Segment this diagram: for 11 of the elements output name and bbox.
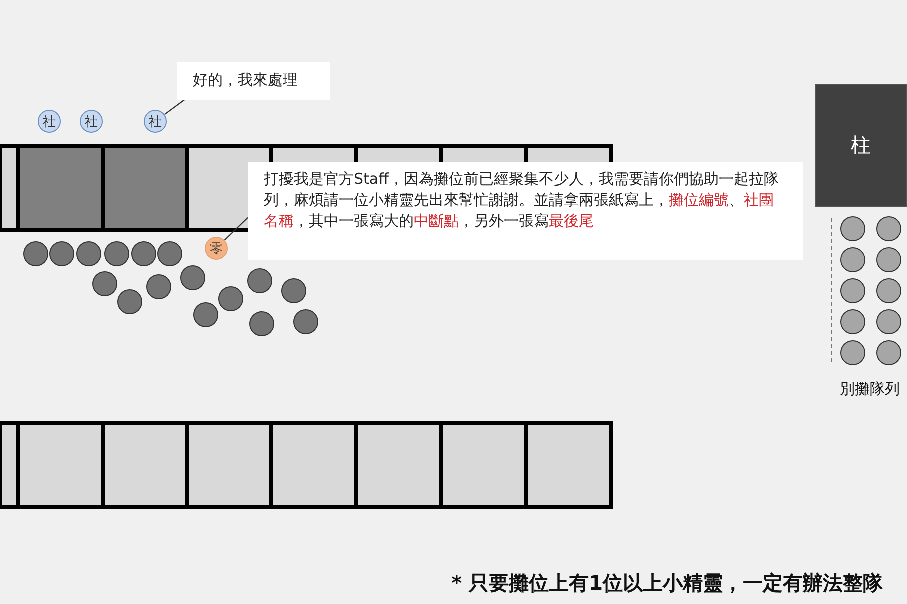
speech-bubble: 好的，我來處理 xyxy=(177,62,330,100)
speech-bubble: 打擾我是官方Staff，因為攤位前已經聚集不少人，我需要請你們協助一起拉隊列，麻煩請一位小精靈先出來幫忙謝謝。並請拿兩張紙寫上，攤位編號、社團名稱，其中一張寫大的中斷點，另外一張寫最後尾 xyxy=(248,162,803,260)
person-circle: 社 xyxy=(38,110,61,133)
person-circle: 零 xyxy=(205,237,228,260)
pillar-block: 柱 xyxy=(815,84,907,207)
person-circle: 社 xyxy=(80,110,103,133)
person-circle: 社 xyxy=(144,110,167,133)
queue-label: 別攤隊列 xyxy=(840,380,900,399)
footnote: * 只要攤位上有1位以上小精靈，一定有辦法整隊 xyxy=(452,570,883,597)
leader-line xyxy=(164,100,185,116)
leader-line xyxy=(224,217,248,241)
